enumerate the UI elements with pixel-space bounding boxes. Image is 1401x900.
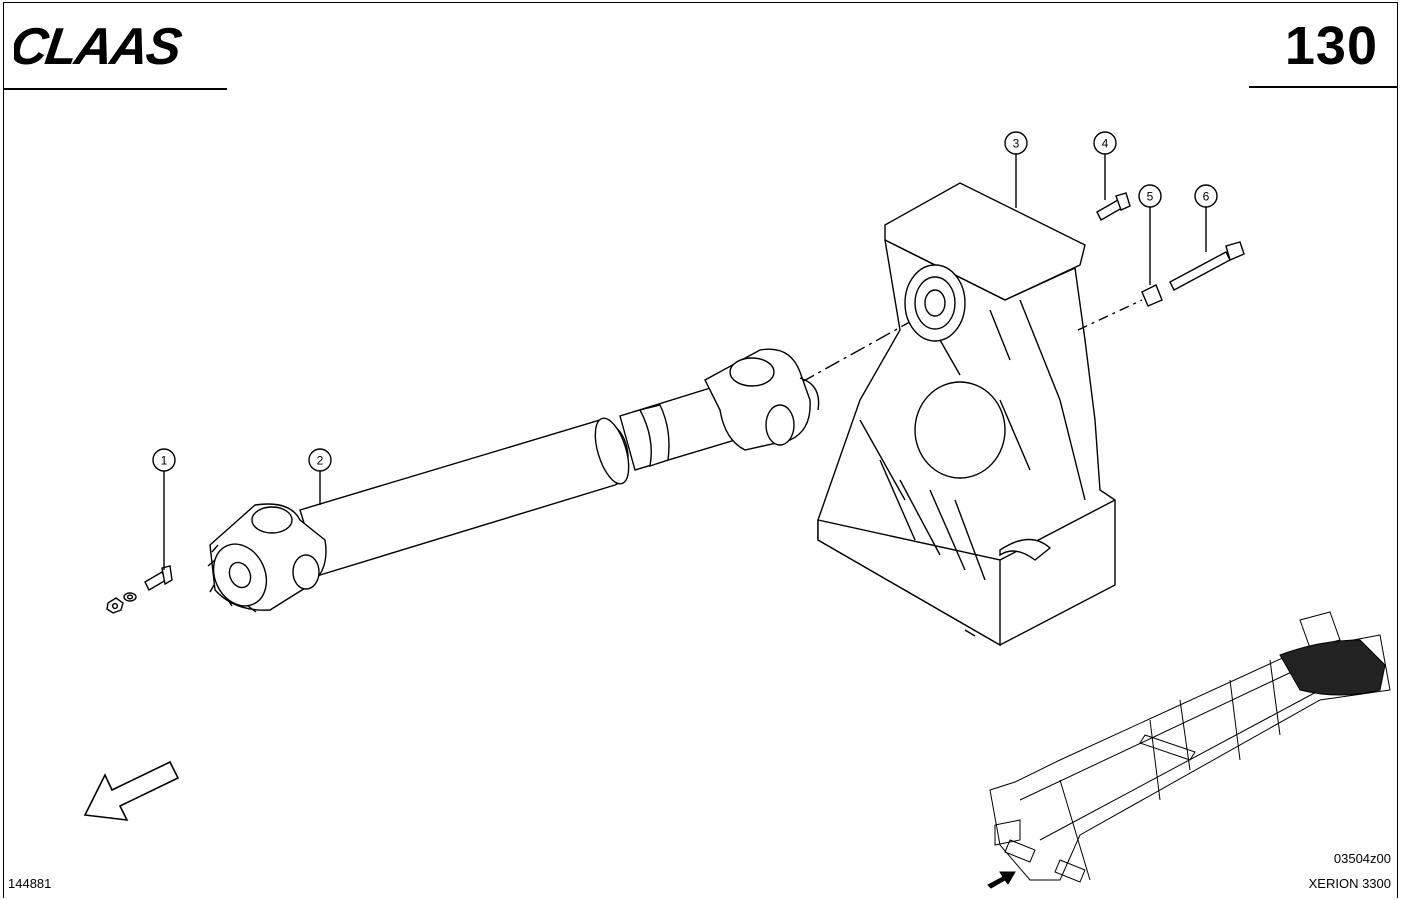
callout-4 (1093, 131, 1117, 200)
bearing-bracket (817, 182, 1116, 647)
callout-5-label: 5 (1147, 190, 1154, 204)
callout-5 (1138, 184, 1162, 285)
callout-1 (152, 448, 176, 570)
machine-frame-locator (987, 611, 1391, 889)
header-rule-left (4, 88, 227, 90)
reference-code: 03504z00 (1333, 851, 1391, 866)
page-frame (3, 2, 1398, 898)
drive-shaft (207, 348, 820, 613)
callout-6 (1194, 184, 1218, 252)
arrow-down-left-icon (83, 760, 180, 821)
callout-6-label: 6 (1203, 190, 1210, 204)
header-rule-right (1249, 86, 1398, 88)
callout-4-label: 4 (1102, 137, 1109, 151)
callout-2-label: 2 (317, 454, 324, 468)
document-id: 144881 (8, 876, 52, 891)
claas-logo: CLAAS (14, 20, 185, 70)
model-name: XERION 3300 (1308, 876, 1391, 891)
page-number: 130 (1284, 16, 1378, 76)
callout-3 (1004, 131, 1028, 208)
svg-text:CLAAS: CLAAS (14, 20, 185, 70)
bolt-washer-nut (106, 565, 173, 614)
locator-arrow-icon (987, 871, 1016, 889)
bolt-6 (1169, 251, 1231, 291)
callout-1-label: 1 (161, 454, 168, 468)
callout-2 (308, 448, 332, 505)
sleeve-5 (1141, 284, 1163, 307)
axis-line-bolt (1077, 299, 1143, 331)
callout-3-label: 3 (1013, 137, 1020, 151)
